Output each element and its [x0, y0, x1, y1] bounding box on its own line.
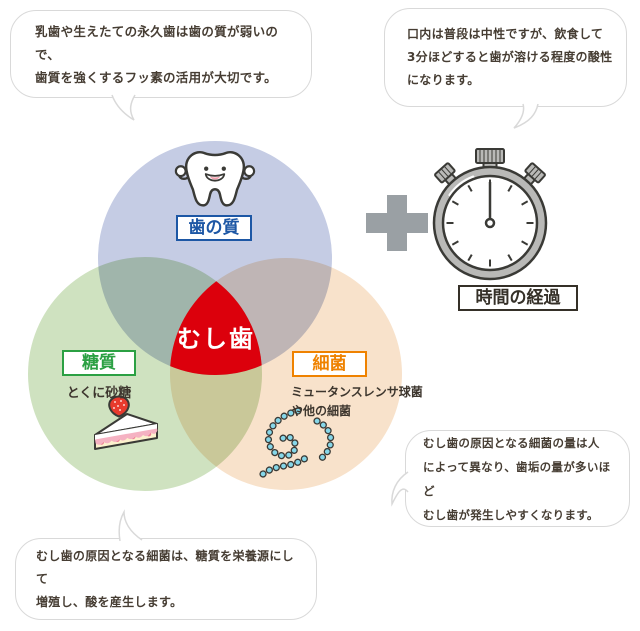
bubble-tail	[111, 94, 136, 121]
bubble-text: むし歯の原因となる細菌の量は人 によって異なり、歯垢の量が多いほど むし歯が発生…	[423, 435, 611, 522]
bubble-text: 口内は普段は中性ですが、飲食して 3分ほどすると歯が溶ける程度の酸性 になります…	[407, 27, 613, 87]
bubble-text: むし歯の原因となる細菌は、糖質を栄養源にして 増殖し、酸を産生します。	[36, 548, 294, 609]
bubble-tail	[513, 103, 539, 129]
label-bacteria: 細菌	[292, 351, 367, 377]
bubble-tail	[391, 471, 409, 507]
bacteria-chain-icon	[259, 407, 335, 478]
tooth-character-icon	[174, 151, 256, 207]
label-time: 時間の経過	[458, 285, 578, 311]
shortcake-icon	[94, 395, 158, 450]
sublabel-sugar: とくに砂糖	[66, 386, 132, 401]
bubble-text: 乳歯や生えたての永久歯は歯の質が弱いので、 歯質を強くするフッ素の活用が大切です…	[35, 23, 279, 85]
label-tooth-quality: 歯の質	[176, 215, 252, 241]
speech-bubble-mouth-acidity: 口内は普段は中性ですが、飲食して 3分ほどすると歯が溶ける程度の酸性 になります…	[384, 8, 627, 107]
sublabel-bacteria: ミュータンスレンサ球菌 や他の細菌	[291, 385, 423, 418]
speech-bubble-bacteria-amount: むし歯の原因となる細菌の量は人 によって異なり、歯垢の量が多いほど むし歯が発生…	[405, 430, 630, 527]
stopwatch-icon	[432, 148, 548, 281]
label-caries: むし歯	[177, 325, 255, 353]
bubble-tail	[118, 509, 143, 542]
plus-icon	[366, 195, 428, 251]
label-sugar: 糖質	[62, 350, 136, 376]
speech-bubble-tooth-quality: 乳歯や生えたての永久歯は歯の質が弱いので、 歯質を強くするフッ素の活用が大切です…	[10, 10, 312, 98]
speech-bubble-bacteria-sugar: むし歯の原因となる細菌は、糖質を栄養源にして 増殖し、酸を産生します。	[15, 538, 317, 620]
